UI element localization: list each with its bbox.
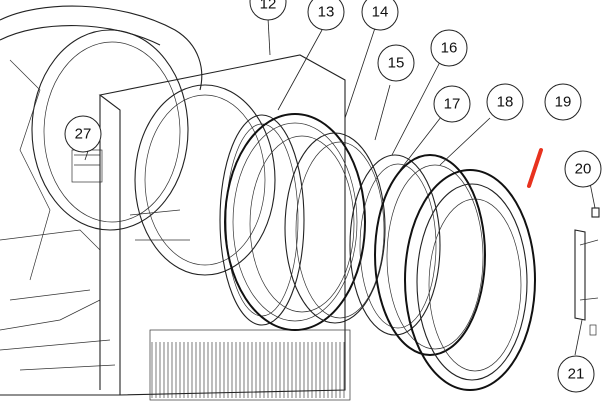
door-outer-ring xyxy=(404,169,536,391)
svg-text:15: 15 xyxy=(388,55,405,72)
drum-housing xyxy=(0,5,203,396)
svg-text:13: 13 xyxy=(318,4,335,21)
seal-inner xyxy=(284,132,386,324)
callout-27: 27 xyxy=(64,115,102,153)
svg-text:19: 19 xyxy=(555,94,572,111)
door-bezel xyxy=(224,113,366,331)
svg-text:12: 12 xyxy=(260,0,277,13)
svg-text:14: 14 xyxy=(372,4,389,21)
callout-19: 19 xyxy=(544,83,582,121)
gasket-ring xyxy=(219,114,305,326)
svg-text:18: 18 xyxy=(497,94,514,111)
door-frame xyxy=(374,154,486,356)
leader-lines xyxy=(84,17,596,356)
callout-17: 17 xyxy=(433,85,471,123)
svg-text:27: 27 xyxy=(75,126,92,143)
callout-20: 20 xyxy=(564,150,602,188)
door-ring-inner xyxy=(349,154,441,336)
front-grille xyxy=(151,342,345,398)
svg-text:17: 17 xyxy=(444,96,461,113)
svg-text:21: 21 xyxy=(568,366,585,383)
callout-16: 16 xyxy=(430,29,468,67)
callout-15: 15 xyxy=(377,44,415,82)
callout-21: 21 xyxy=(557,355,595,393)
front-panel xyxy=(98,54,351,401)
callout-13: 13 xyxy=(307,0,345,31)
screw-part xyxy=(591,207,600,218)
svg-text:16: 16 xyxy=(441,40,458,57)
callout-14: 14 xyxy=(361,0,399,31)
svg-text:20: 20 xyxy=(575,161,592,178)
highlight-marker xyxy=(527,148,543,188)
callout-12: 12 xyxy=(249,0,287,21)
callout-18: 18 xyxy=(486,83,524,121)
door-hinge xyxy=(574,229,599,336)
